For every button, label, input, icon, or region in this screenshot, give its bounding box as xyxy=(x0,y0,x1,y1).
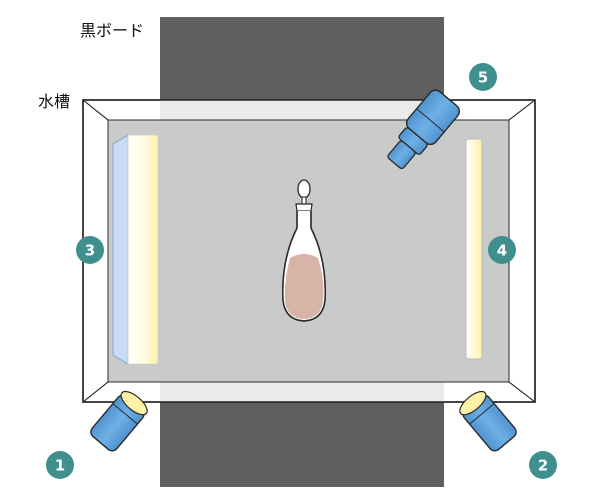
right-light-panel xyxy=(465,138,483,360)
spot-light-2 xyxy=(459,390,517,452)
svg-text:5: 5 xyxy=(478,69,488,87)
badge-1: 1 xyxy=(46,451,74,479)
camera-icon xyxy=(387,89,461,170)
spot-light-1 xyxy=(90,390,148,452)
badge-2: 2 xyxy=(529,451,557,479)
badge-4: 4 xyxy=(488,236,516,264)
svg-text:3: 3 xyxy=(85,242,95,260)
water-tank-label: 水槽 xyxy=(38,92,70,111)
badge-3: 3 xyxy=(76,236,104,264)
svg-text:1: 1 xyxy=(55,457,65,475)
decanter-bottle xyxy=(282,179,326,322)
badge-5: 5 xyxy=(469,63,497,91)
black-board-label: 黒ボード xyxy=(80,21,144,40)
left-light-panel xyxy=(112,134,159,365)
svg-text:4: 4 xyxy=(497,242,507,260)
svg-text:2: 2 xyxy=(538,457,548,475)
